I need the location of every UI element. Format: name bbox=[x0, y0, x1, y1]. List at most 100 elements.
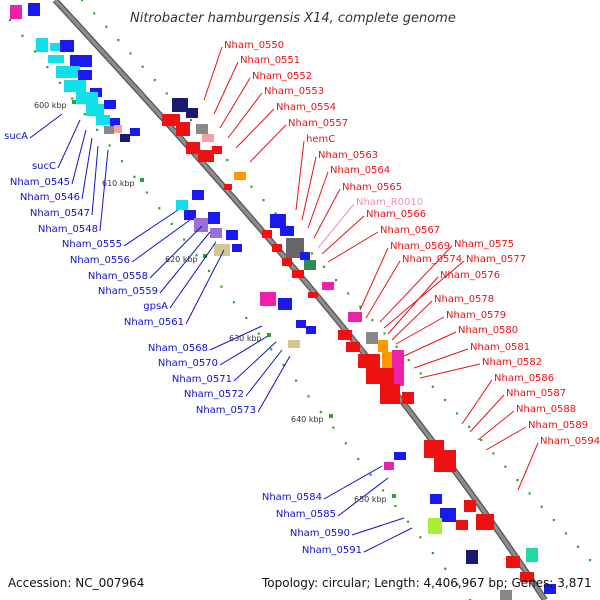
leader-nham-0551 bbox=[213, 61, 239, 115]
blue-gene-feature bbox=[430, 494, 442, 504]
red-gene-feature bbox=[272, 244, 282, 252]
leader-nham-0559 bbox=[159, 231, 211, 294]
outer-guide-dot bbox=[105, 25, 108, 28]
red-gene-feature bbox=[224, 184, 232, 190]
inner-guide-dot bbox=[282, 363, 285, 367]
red-gene-feature bbox=[308, 292, 318, 298]
tick-mark bbox=[203, 254, 207, 258]
inner-guide-dot bbox=[71, 97, 74, 100]
inner-guide-dot bbox=[158, 207, 161, 210]
orange-gene-feature bbox=[378, 340, 388, 352]
label-nham-0591: Nham_0591 bbox=[302, 545, 362, 556]
outer-guide-dot bbox=[359, 305, 362, 308]
outer-guide-dot bbox=[455, 412, 459, 415]
label-nham-0552: Nham_0552 bbox=[252, 71, 312, 82]
label-nham-0554: Nham_0554 bbox=[276, 102, 336, 113]
inner-guide-dot bbox=[21, 34, 24, 37]
label-nham-0556: Nham_0556 bbox=[70, 255, 130, 266]
accession-text: Accession: NC_007964 bbox=[8, 576, 144, 590]
red-gene-feature bbox=[456, 520, 468, 530]
inner-guide-dot bbox=[183, 238, 186, 241]
label-succ: sucC bbox=[32, 161, 56, 172]
inner-guide-dot bbox=[120, 160, 124, 163]
label-nham-0579: Nham_0579 bbox=[446, 310, 506, 321]
cyan-gene-feature bbox=[96, 115, 110, 125]
blue-gene-feature bbox=[226, 230, 238, 240]
leader-nham-0564 bbox=[307, 171, 329, 229]
leader-nham-0566 bbox=[321, 215, 365, 255]
leader-nham-0569 bbox=[359, 247, 389, 311]
blue-gene-feature bbox=[192, 190, 204, 200]
leader-nham-0546 bbox=[81, 137, 93, 200]
outer-guide-dot bbox=[431, 385, 434, 388]
leader-nham-0554 bbox=[235, 108, 275, 149]
inner-guide-dot bbox=[406, 520, 410, 523]
red-gene-feature bbox=[186, 142, 200, 154]
inner-guide-dot bbox=[33, 50, 37, 53]
inner-guide-dot bbox=[108, 144, 111, 147]
outer-guide-dot bbox=[226, 159, 229, 162]
inner-guide-dot bbox=[257, 332, 260, 335]
purple-gene-feature bbox=[210, 228, 222, 238]
outer-guide-dot bbox=[93, 12, 96, 15]
outer-guide-dot bbox=[347, 292, 350, 295]
inner-guide-dot bbox=[133, 175, 136, 178]
label-nham-0561: Nham_0561 bbox=[124, 317, 184, 328]
leader-nham-0589 bbox=[485, 426, 527, 451]
label-nham-0578: Nham_0578 bbox=[434, 294, 494, 305]
label-nham-0586: Nham_0586 bbox=[494, 373, 554, 384]
gray-gene-feature bbox=[104, 126, 114, 134]
navy-gene-feature bbox=[120, 134, 130, 142]
tick-label: 640 kbp bbox=[291, 415, 324, 424]
label-nham-0565: Nham_0565 bbox=[342, 182, 402, 193]
leader-nham-0550 bbox=[203, 46, 223, 101]
cyan-gene-feature bbox=[76, 92, 98, 104]
outer-guide-dot bbox=[443, 399, 447, 402]
leader-nham-0577 bbox=[383, 260, 465, 329]
leader-hemc bbox=[295, 140, 305, 211]
label-nham-0563: Nham_0563 bbox=[318, 150, 378, 161]
inner-guide-dot bbox=[456, 583, 459, 586]
leader-nham-0558 bbox=[149, 225, 203, 279]
inner-guide-dot bbox=[444, 567, 447, 570]
label-nham-0546: Nham_0546 bbox=[20, 192, 80, 203]
label-nham-0587: Nham_0587 bbox=[506, 388, 566, 399]
cyan-gene-feature bbox=[86, 104, 104, 116]
leader-nham-0572 bbox=[245, 349, 283, 397]
outer-guide-dot bbox=[262, 199, 265, 202]
magenta-gene-feature bbox=[260, 292, 276, 306]
red-gene-feature bbox=[162, 114, 180, 126]
leader-nham-0574 bbox=[365, 260, 401, 319]
label-nham-0569: Nham_0569 bbox=[390, 241, 450, 252]
label-nham-0584: Nham_0584 bbox=[262, 492, 322, 503]
inner-guide-dot bbox=[46, 66, 49, 69]
label-nham-0567: Nham_0567 bbox=[380, 225, 440, 236]
teal-gene-feature bbox=[526, 548, 538, 562]
outer-guide-dot bbox=[322, 265, 326, 268]
blue-gene-feature bbox=[440, 508, 456, 522]
outer-guide-dot bbox=[395, 345, 398, 348]
magenta-gene-feature bbox=[322, 282, 334, 290]
label-nham-0571: Nham_0571 bbox=[172, 374, 232, 385]
label-nham-0575: Nham_0575 bbox=[454, 239, 514, 250]
blue-gene-feature bbox=[130, 128, 140, 136]
backbone-line bbox=[53, 0, 547, 600]
outer-guide-dot bbox=[480, 439, 483, 442]
pink-gene-feature bbox=[202, 134, 214, 142]
tan-gene-feature bbox=[214, 244, 230, 256]
label-nham-0553: Nham_0553 bbox=[264, 86, 324, 97]
inner-guide-dot bbox=[357, 457, 360, 461]
blue-gene-feature bbox=[394, 452, 406, 460]
purple-gene-feature bbox=[194, 218, 208, 232]
red-gene-feature bbox=[176, 122, 190, 136]
label-nham-0582: Nham_0582 bbox=[482, 357, 542, 368]
tick-mark bbox=[72, 100, 76, 104]
label-nham-0588: Nham_0588 bbox=[516, 404, 576, 415]
label-suca: sucA bbox=[4, 131, 28, 142]
red-gene-feature bbox=[520, 572, 534, 582]
outer-guide-dot bbox=[129, 52, 132, 55]
inner-guide-dot bbox=[307, 395, 310, 398]
red-gene-feature bbox=[402, 392, 414, 404]
leader-nham-0555 bbox=[123, 209, 179, 247]
